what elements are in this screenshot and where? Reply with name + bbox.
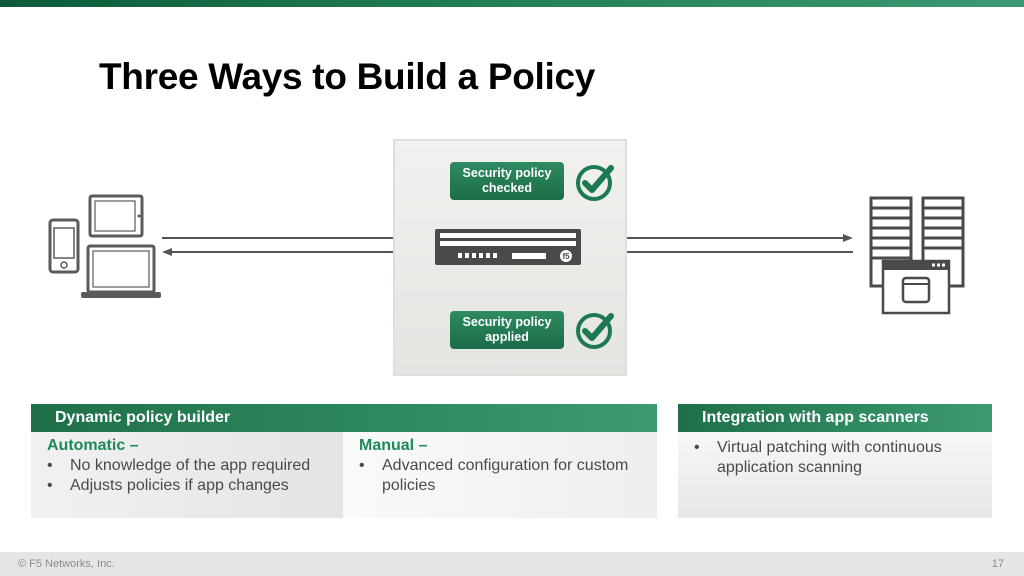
client-devices-icon xyxy=(48,194,161,298)
policy-checked-badge: Security policy checked xyxy=(450,162,564,200)
policy-applied-badge: Security policy applied xyxy=(450,311,564,349)
automatic-title: Automatic – xyxy=(47,437,139,454)
page-number: 17 xyxy=(991,558,1004,570)
list-item: Virtual patching with continuous applica… xyxy=(694,438,982,478)
web-servers-icon xyxy=(869,196,965,315)
copyright-text: © F5 Networks, Inc. xyxy=(18,558,115,570)
top-accent-bar xyxy=(0,0,1024,7)
manual-column: Manual – Advanced configuration for cust… xyxy=(343,432,657,518)
f5-appliance-icon: f5 xyxy=(435,229,581,265)
checkmark-icon xyxy=(576,313,614,349)
list-item: Advanced configuration for custom polici… xyxy=(359,456,647,496)
checkmark-icon xyxy=(576,165,614,201)
slide-title: Three Ways to Build a Policy xyxy=(99,56,596,97)
automatic-column: Automatic – No knowledge of the app requ… xyxy=(31,432,343,518)
list-item: No knowledge of the app required xyxy=(47,456,333,476)
dynamic-policy-builder-box: Dynamic policy builder Automatic – No kn… xyxy=(31,404,657,518)
left-arrows xyxy=(162,234,416,256)
right-arrows xyxy=(599,234,853,256)
list-item: Adjusts policies if app changes xyxy=(47,476,333,496)
manual-title: Manual – xyxy=(359,437,428,454)
app-scanners-header: Integration with app scanners xyxy=(678,404,992,432)
dynamic-policy-builder-header: Dynamic policy builder xyxy=(31,404,657,432)
f5-logo-text: f5 xyxy=(562,252,570,261)
app-scanners-body: Virtual patching with continuous applica… xyxy=(678,432,992,518)
app-scanners-box: Integration with app scanners Virtual pa… xyxy=(678,404,992,518)
footer-bar: © F5 Networks, Inc. 17 xyxy=(0,552,1024,576)
